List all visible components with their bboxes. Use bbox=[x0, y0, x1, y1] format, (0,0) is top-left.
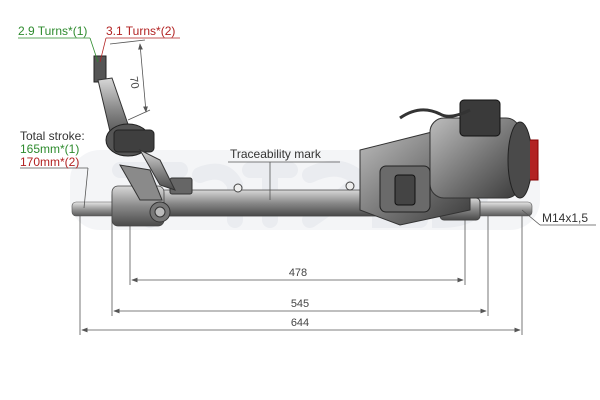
steering-column bbox=[93, 55, 176, 201]
dimension-478: 478 bbox=[289, 267, 307, 279]
traceability-mark-label: Traceability mark bbox=[230, 147, 322, 161]
turns-label-1: 2.9 Turns*(1) bbox=[18, 24, 87, 38]
dimension-70: 70 bbox=[127, 76, 141, 90]
stroke-label-2: 170mm*(2) bbox=[20, 155, 79, 169]
total-stroke-title: Total stroke: bbox=[20, 129, 85, 143]
thread-spec-label: M14x1,5 bbox=[542, 211, 588, 225]
dimension-545: 545 bbox=[291, 298, 309, 310]
stroke-label-1: 165mm*(1) bbox=[20, 142, 79, 156]
leader-lines bbox=[18, 37, 596, 226]
turns-label-2: 3.1 Turns*(2) bbox=[106, 24, 175, 38]
dimension-lines bbox=[79, 39, 523, 335]
assist-motor bbox=[359, 99, 539, 226]
dimension-644: 644 bbox=[291, 317, 309, 329]
